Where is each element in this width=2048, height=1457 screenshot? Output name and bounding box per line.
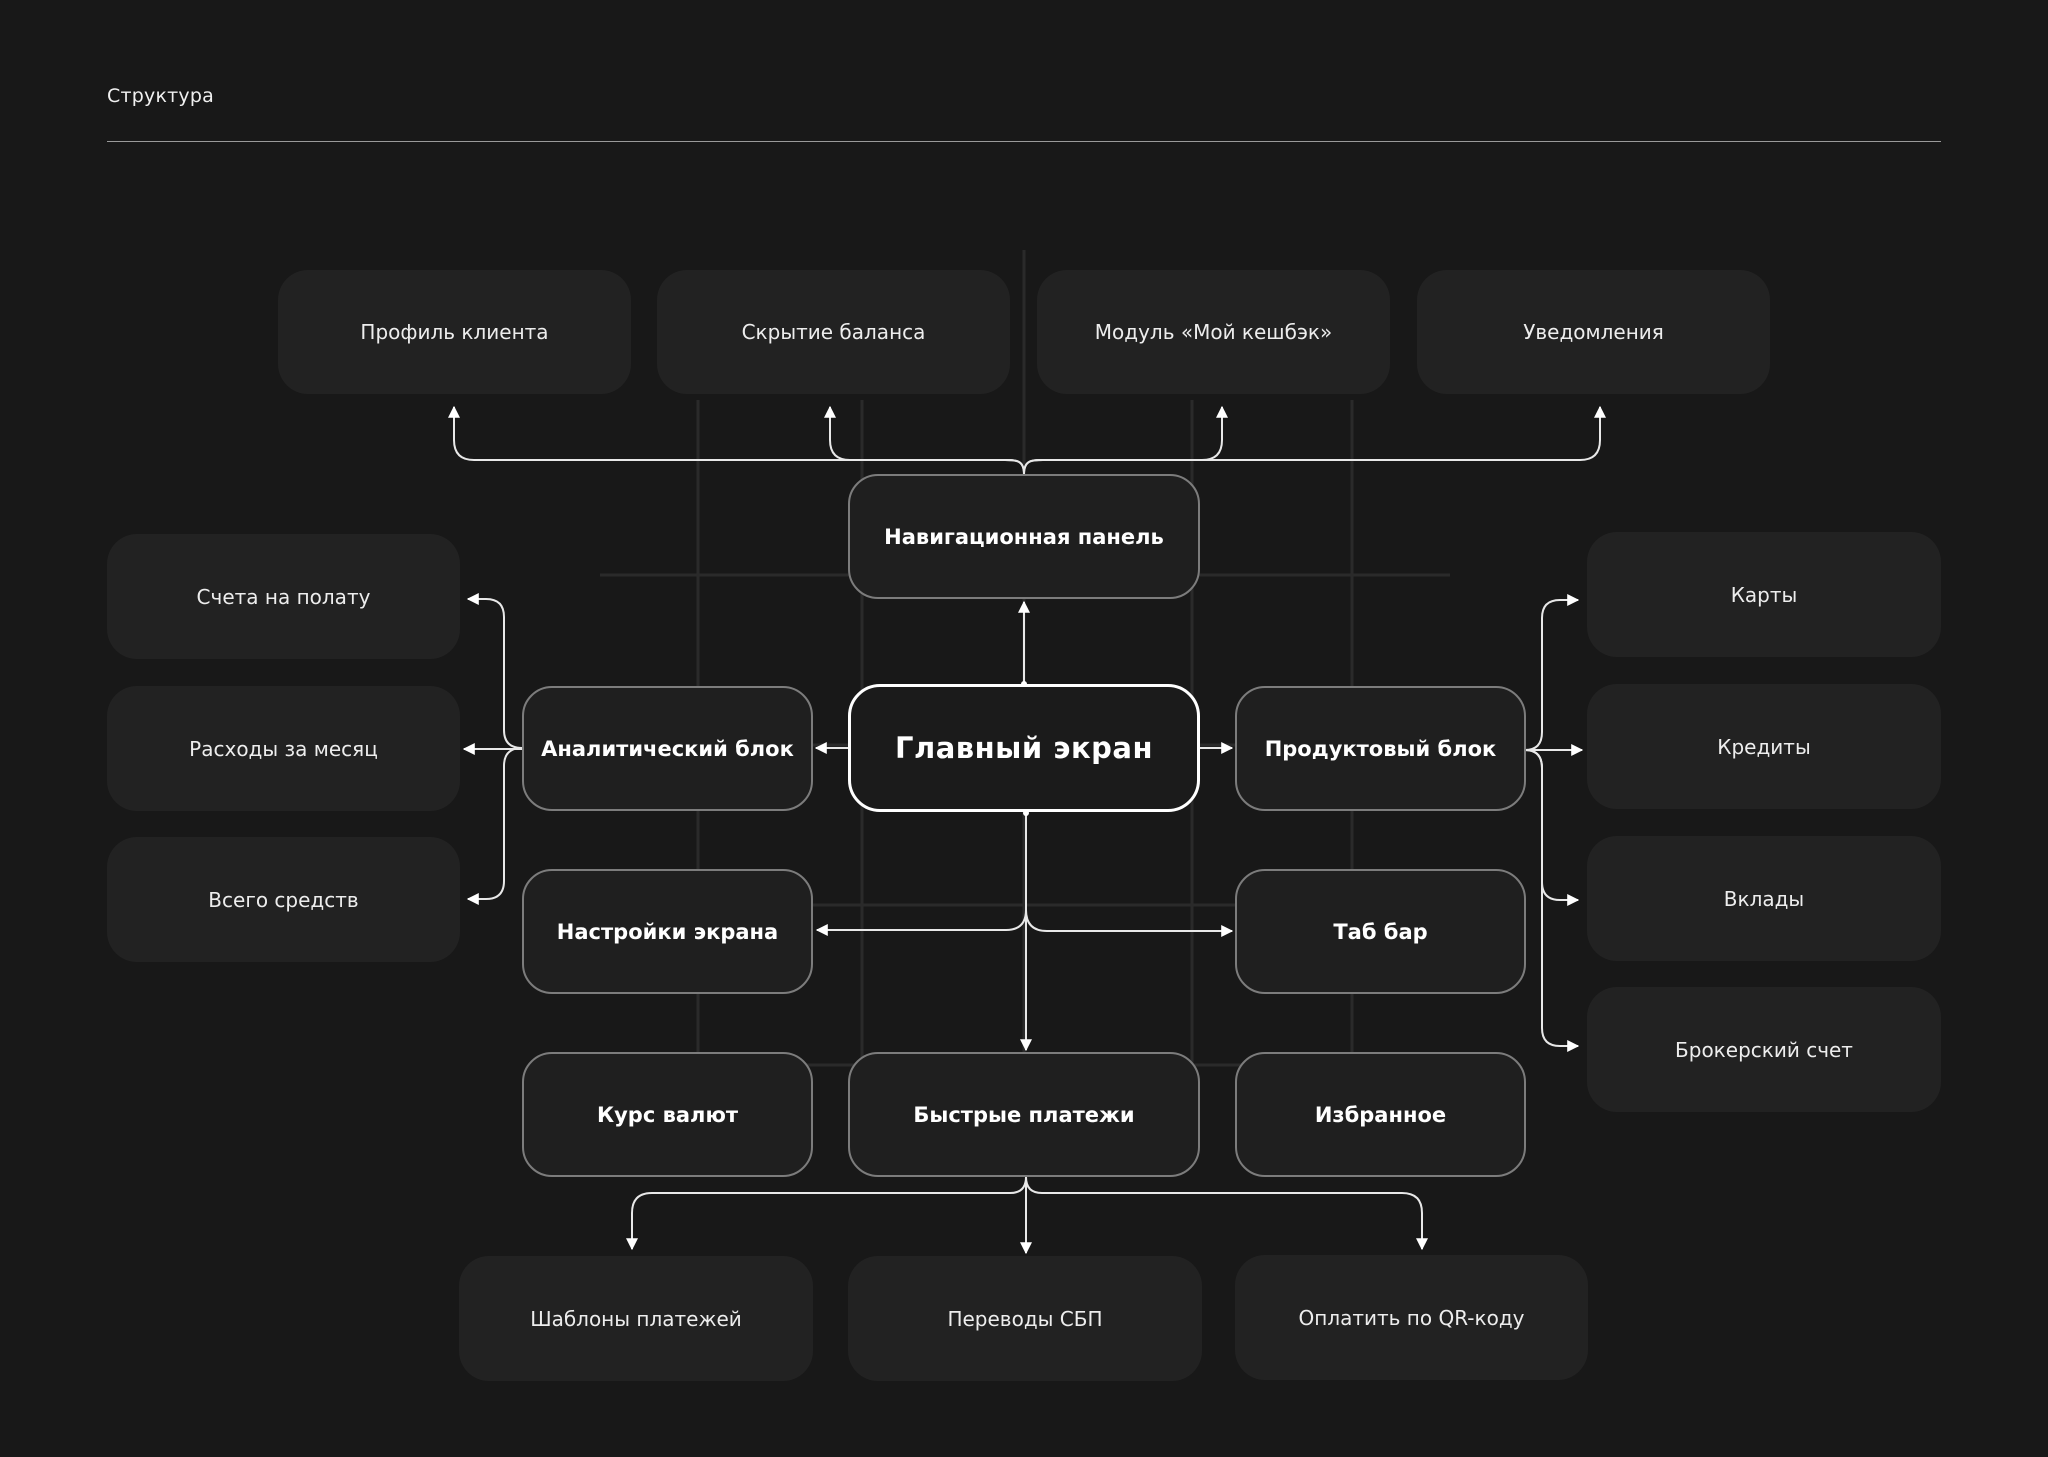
node-client-profile: Профиль клиента bbox=[278, 270, 631, 394]
node-product-block: Продуктовый блок bbox=[1235, 686, 1526, 811]
node-navigation-panel: Навигационная панель bbox=[848, 474, 1200, 599]
page-title: Структура bbox=[107, 85, 214, 107]
node-favorites: Избранное bbox=[1235, 1052, 1526, 1177]
node-screen-settings: Настройки экрана bbox=[522, 869, 813, 994]
node-main-screen: Главный экран bbox=[848, 684, 1200, 812]
node-sbp-transfers: Переводы СБП bbox=[848, 1256, 1202, 1381]
header-divider bbox=[107, 141, 1941, 142]
node-analytics-block: Аналитический блок bbox=[522, 686, 813, 811]
node-hide-balance: Скрытие баланса bbox=[657, 270, 1010, 394]
node-tab-bar: Таб бар bbox=[1235, 869, 1526, 994]
node-cards: Карты bbox=[1587, 532, 1941, 657]
node-invoices: Счета на полату bbox=[107, 534, 460, 659]
node-currency-rates: Курс валют bbox=[522, 1052, 813, 1177]
node-notifications: Уведомления bbox=[1417, 270, 1770, 394]
node-total-funds: Всего средств bbox=[107, 837, 460, 962]
node-quick-payments: Быстрые платежи bbox=[848, 1052, 1200, 1177]
node-brokerage-account: Брокерский счет bbox=[1587, 987, 1941, 1112]
node-my-cashback-module: Модуль «Мой кешбэк» bbox=[1037, 270, 1390, 394]
node-credits: Кредиты bbox=[1587, 684, 1941, 809]
node-monthly-expenses: Расходы за месяц bbox=[107, 686, 460, 811]
node-deposits: Вклады bbox=[1587, 836, 1941, 961]
node-payment-templates: Шаблоны платежей bbox=[459, 1256, 813, 1381]
node-pay-by-qr: Оплатить по QR-коду bbox=[1235, 1255, 1588, 1380]
